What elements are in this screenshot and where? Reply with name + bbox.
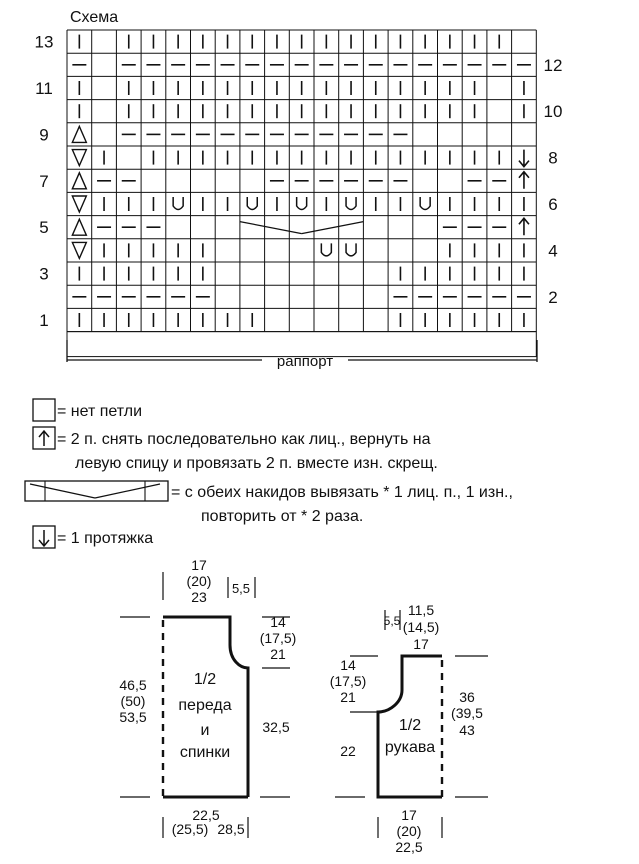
legend-decrease-text-2: левую спицу и провязать 2 п. вместе изн.… — [75, 455, 438, 472]
fb-label-1: 1/2 — [194, 671, 216, 688]
legend-no-stitch-symbol — [32, 398, 56, 422]
cross-increase-mark — [71, 148, 88, 168]
row-number-right: 12 — [544, 56, 563, 75]
yarnover-bracket-line — [239, 221, 302, 235]
sl-cap-depth-1: 14 — [340, 657, 356, 673]
cross-decrease-mark — [71, 217, 88, 236]
sl-height-3: 43 — [459, 722, 475, 738]
cross-increase-mark — [71, 195, 88, 214]
fb-label-3: и — [201, 722, 210, 739]
row-number-right: 2 — [548, 288, 557, 307]
fb-label-4: спинки — [180, 744, 230, 761]
sl-cap-step: 5,5 — [384, 614, 401, 628]
decrease-arrow-mark — [518, 216, 530, 236]
yarnover-mark — [345, 243, 357, 257]
yarnover-mark — [295, 197, 308, 211]
sl-bottom-width-2: (20) — [397, 823, 422, 839]
fb-neck-depth-3: 21 — [270, 646, 286, 662]
yarnover-mark — [345, 197, 357, 211]
legend-pull-text: = 1 протяжка — [57, 530, 153, 547]
fb-top-width-1: 17 — [191, 557, 207, 573]
yarnover-mark — [320, 243, 333, 257]
row-number-right: 4 — [548, 241, 557, 260]
knitting-chart-grid — [66, 29, 537, 358]
fb-bottom-width-3: 28,5 — [217, 821, 244, 837]
row-number-left: 5 — [39, 218, 48, 237]
sl-bottom-width-3: 22,5 — [395, 839, 422, 855]
fb-side-height: 32,5 — [262, 719, 289, 735]
fb-bottom-width-2: (25,5) — [172, 821, 209, 837]
legend-yarnover-text-1: = с обеих накидов вывязать * 1 лиц. п., … — [171, 484, 513, 501]
cross-increase-mark — [71, 241, 88, 261]
sl-cap-depth-2: (17,5) — [330, 673, 367, 689]
row-number-left: 7 — [39, 172, 48, 191]
sl-label-2: рукава — [385, 739, 435, 756]
sl-cap-depth-3: 21 — [340, 689, 356, 705]
cross-decrease-mark — [71, 171, 88, 190]
sl-top-width-1: 11,5 — [408, 602, 434, 618]
pull-arrow-mark — [518, 149, 530, 168]
sl-height-1: 36 — [459, 689, 475, 705]
legend-yarnover-text-2: повторить от * 2 раза. — [201, 508, 363, 525]
front-back-schematic: 17 (20) 23 5,5 14 (17,5) 21 46,5 (50) 53… — [119, 557, 296, 838]
fb-top-width-3: 23 — [191, 589, 207, 605]
yarnover-bracket-line — [301, 221, 364, 235]
fb-label-2: переда — [178, 697, 231, 714]
row-numbers-left: 13 11 9 7 5 3 1 — [35, 33, 54, 330]
row-number-right: 8 — [548, 149, 557, 168]
cross-decrease-mark — [71, 124, 88, 144]
legend-no-stitch-text: = нет петли — [57, 403, 142, 420]
fb-bottom-width-1: 22,5 — [192, 807, 219, 823]
sl-label-1: 1/2 — [399, 717, 421, 734]
rapport-bracket: раппорт — [66, 340, 538, 370]
yarnover-mark — [172, 197, 184, 211]
sleeve-schematic: 11,5 (14,5) 17 5,5 14 (17,5) 21 22 36 (3… — [330, 602, 488, 855]
sl-lower-height: 22 — [340, 743, 356, 759]
fb-height-1: 46,5 — [119, 677, 146, 693]
legend-yarnover-symbol — [24, 480, 169, 502]
rapport-label: раппорт — [277, 353, 333, 370]
fb-neck-width: 5,5 — [232, 581, 250, 596]
sl-top-width-3: 17 — [413, 636, 429, 652]
legend-pull-symbol — [32, 525, 56, 549]
legend-decrease-symbol — [32, 426, 56, 450]
row-number-left: 9 — [39, 125, 48, 144]
yarnover-mark — [419, 197, 431, 211]
row-numbers-right: 12 10 8 6 4 2 — [544, 56, 563, 307]
row-number-left: 11 — [35, 79, 53, 98]
row-number-left: 1 — [39, 311, 48, 330]
yarnover-mark — [246, 197, 258, 211]
legend: = нет петли = 2 п. снять последовательно… — [24, 398, 513, 549]
sl-height-2: (39,5 — [451, 705, 483, 721]
legend-decrease-text-1: = 2 п. снять последовательно как лиц., в… — [57, 431, 431, 448]
row-number-left: 13 — [35, 33, 54, 52]
sl-top-width-2: (14,5) — [403, 619, 440, 635]
fb-neck-depth-1: 14 — [270, 614, 286, 630]
fb-neck-depth-2: (17,5) — [260, 630, 297, 646]
row-number-right: 6 — [548, 195, 557, 214]
sl-bottom-width-1: 17 — [401, 807, 417, 823]
row-number-left: 3 — [39, 265, 48, 284]
chart-title: Схема — [70, 9, 118, 26]
fb-top-width-2: (20) — [187, 573, 212, 589]
fb-height-2: (50) — [121, 693, 146, 709]
fb-height-3: 53,5 — [119, 709, 146, 725]
decrease-arrow-mark — [518, 170, 530, 189]
row-number-right: 10 — [544, 102, 563, 121]
